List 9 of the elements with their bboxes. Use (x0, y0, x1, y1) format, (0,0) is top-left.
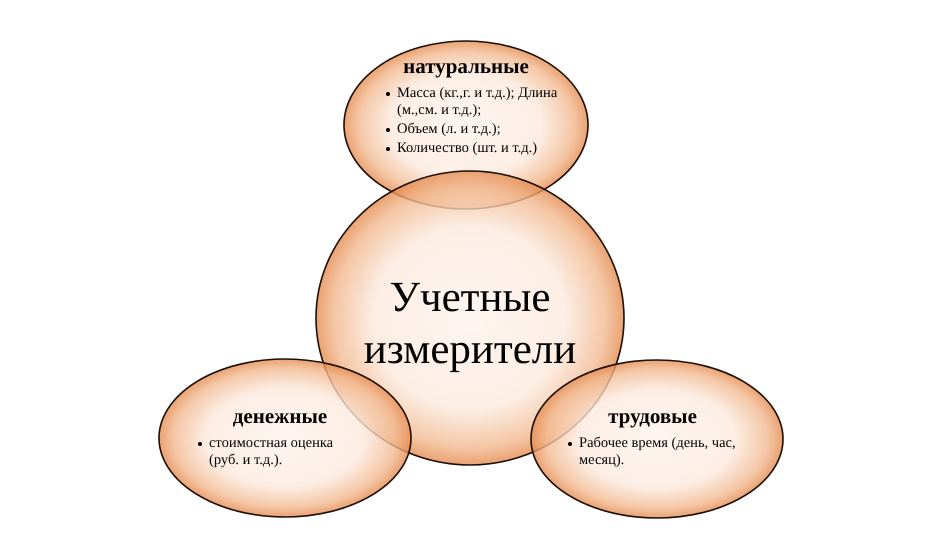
category-heading: натуральные (402, 54, 530, 79)
category-heading: трудовые (607, 404, 698, 429)
category-heading: денежные (232, 404, 328, 429)
center-title: Учетные измерители (362, 273, 578, 375)
bullet-item: Объем (л. и т.д.); (397, 121, 502, 138)
bullet-item: Рабочее время (день, час, месяц). (579, 435, 737, 469)
bullet-item: Количество (шт. и т.д.) (397, 140, 538, 157)
bullet-item: стоимостная оценка (руб. и т.д.). (209, 435, 334, 469)
bullet-item: Масса (кг.,г. и т.д.); Длина (м.,см. и т.д.); (397, 85, 558, 119)
